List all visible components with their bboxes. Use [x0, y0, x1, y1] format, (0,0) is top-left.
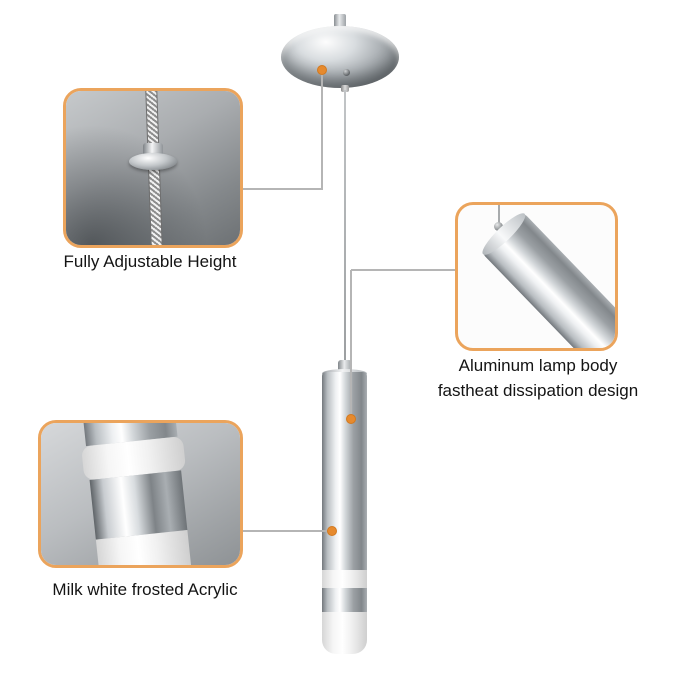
canopy-wire-hook	[341, 85, 349, 92]
connector-line-canopy-horizontal	[237, 188, 323, 190]
callout-box-frosted-acrylic	[38, 420, 243, 568]
hanging-wire	[344, 90, 346, 370]
marker-dot-body	[346, 414, 356, 424]
canopy-screw	[343, 69, 350, 76]
callout-box-adjustable-height	[63, 88, 243, 248]
cable-adjuster-disc	[129, 153, 177, 170]
ceiling-canopy	[281, 26, 399, 88]
acrylic-closeup-photo	[41, 423, 240, 565]
aluminum-cylinder-cap	[478, 208, 530, 260]
frosted-acrylic-tip	[322, 612, 367, 654]
marker-dot-canopy	[317, 65, 327, 75]
cable-closeup-photo	[66, 91, 240, 245]
aluminum-cylinder-closeup	[478, 208, 615, 348]
frosted-ring	[322, 570, 367, 588]
caption-aluminum-line1: Aluminum lamp body	[458, 356, 618, 375]
marker-dot-tip	[327, 526, 337, 536]
caption-adjustable-height: Fully Adjustable Height	[63, 252, 237, 271]
aluminum-closeup-connector	[494, 222, 503, 231]
acrylic-chrome-middle-segment	[89, 470, 188, 540]
connector-line-canopy-vertical	[321, 70, 323, 190]
cable-ferrule	[143, 143, 163, 156]
callout-box-aluminum-body	[455, 202, 618, 351]
connector-line-acrylic-horizontal	[237, 530, 332, 532]
connector-line-aluminum-horizontal	[351, 269, 455, 271]
caption-aluminum-body: Aluminum lamp body fastheat dissipation …	[418, 353, 658, 403]
connector-line-aluminum-vertical	[350, 270, 352, 418]
caption-frosted-acrylic: Milk white frosted Acrylic	[52, 580, 238, 599]
caption-aluminum-line2: fastheat dissipation design	[437, 381, 639, 400]
aluminum-closeup-wire	[498, 205, 500, 225]
acrylic-part-closeup	[81, 423, 196, 565]
